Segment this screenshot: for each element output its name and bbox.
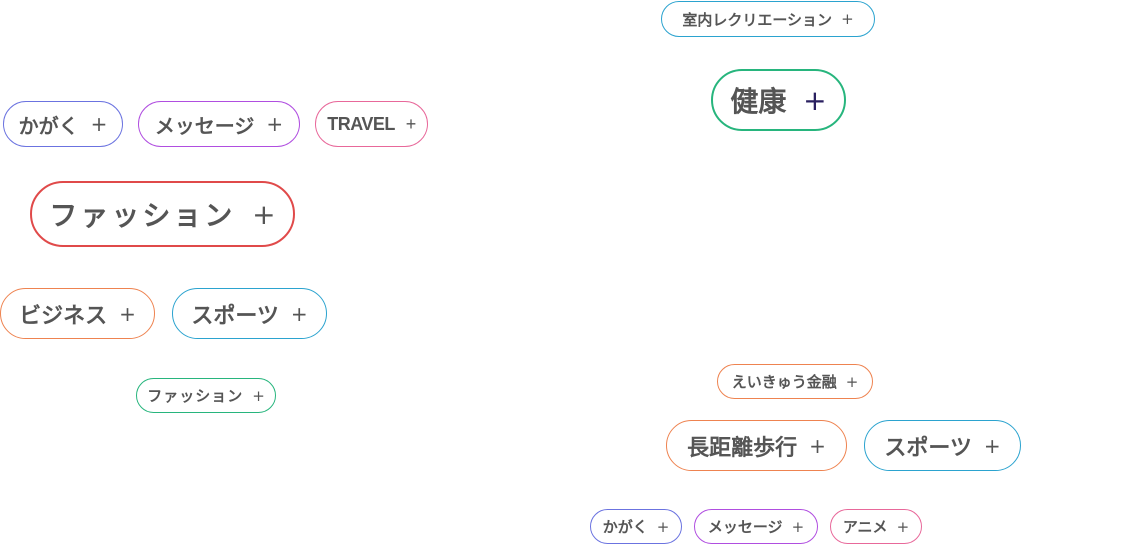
tag-label: 室内レクリエーション — [682, 10, 833, 29]
tag-label: TRAVEL — [327, 113, 395, 134]
tag-sports-2[interactable]: スポーツ + — [864, 420, 1021, 471]
tag-label: メッセージ — [154, 113, 255, 138]
tag-anime[interactable]: アニメ + — [830, 509, 922, 544]
tag-label: かがく — [18, 113, 79, 138]
tag-fashion-small[interactable]: ファッション + — [136, 378, 276, 413]
tag-sports[interactable]: スポーツ + — [172, 288, 327, 339]
tag-science-2[interactable]: かがく + — [590, 509, 682, 544]
plus-icon: + — [803, 83, 827, 117]
tag-travel[interactable]: TRAVEL + — [315, 101, 428, 147]
tag-message-2[interactable]: メッセージ + — [694, 509, 818, 544]
plus-icon: + — [809, 433, 826, 458]
plus-icon: + — [983, 433, 1001, 458]
plus-icon: + — [90, 112, 108, 136]
tag-eternal-finance[interactable]: えいきゅう金融 + — [717, 364, 873, 399]
plus-icon: + — [266, 112, 284, 136]
plus-icon: + — [290, 301, 308, 326]
plus-icon: + — [252, 386, 265, 405]
plus-icon: + — [791, 517, 805, 536]
plus-icon: + — [841, 10, 854, 28]
plus-icon: + — [845, 372, 859, 391]
tag-label: かがく — [602, 518, 648, 536]
tag-label: アニメ — [842, 518, 888, 536]
tag-label: 長距離歩行 — [687, 435, 798, 461]
tag-label: 健康 — [730, 85, 787, 118]
tag-label: ファッション — [49, 199, 236, 232]
plus-icon: + — [656, 517, 670, 536]
tag-message[interactable]: メッセージ + — [138, 101, 300, 147]
tag-label: スポーツ — [191, 303, 279, 329]
tag-label: スポーツ — [884, 435, 972, 461]
tag-label: メッセージ — [707, 518, 783, 536]
tag-label: ビジネス — [19, 303, 108, 329]
tag-long-distance-walking[interactable]: 長距離歩行 + — [666, 420, 847, 471]
plus-icon: + — [252, 197, 276, 231]
plus-icon: + — [896, 517, 910, 536]
plus-icon: + — [119, 301, 136, 326]
tag-health[interactable]: 健康 + — [711, 69, 846, 131]
tag-business[interactable]: ビジネス + — [0, 288, 155, 339]
plus-icon: + — [405, 113, 417, 134]
tag-indoor-recreation[interactable]: 室内レクリエーション + — [661, 1, 875, 37]
tag-science[interactable]: かがく + — [3, 101, 123, 147]
tag-fashion-large[interactable]: ファッション + — [30, 181, 295, 247]
tag-label: えいきゅう金融 — [731, 373, 837, 391]
tag-label: ファッション — [147, 387, 244, 405]
